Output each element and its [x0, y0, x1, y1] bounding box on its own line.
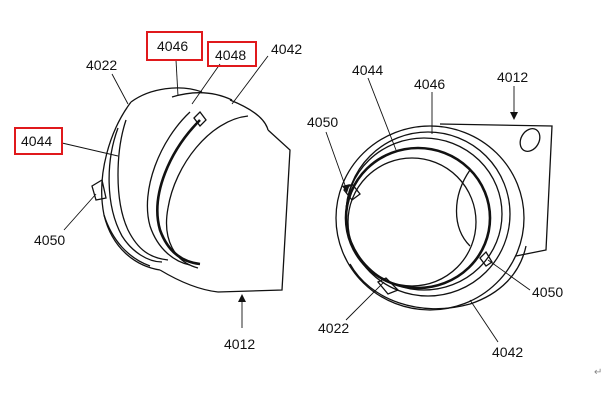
- label-4044-right: 4044: [352, 62, 383, 78]
- arrow-4012-right: [510, 112, 518, 120]
- label-4048-left: 4048: [215, 47, 246, 63]
- leader-4044-right: [367, 77, 397, 151]
- arrow-4050-right-a: [342, 184, 350, 193]
- right-notch-top: [343, 183, 361, 201]
- left-ring-4048-thick: [156, 119, 201, 266]
- right-view: [325, 77, 553, 343]
- left-outer-flange: [101, 101, 161, 271]
- leader-4050-left: [63, 193, 97, 231]
- right-outer-flange: [335, 125, 525, 311]
- right-inner-ring-thick: [344, 146, 492, 290]
- right-notch-right: [479, 250, 493, 267]
- left-notch-4050: [91, 178, 107, 201]
- label-4046-left: 4046: [157, 38, 188, 54]
- label-4050-left: 4050: [34, 232, 65, 248]
- right-inner-bore: [347, 157, 477, 287]
- left-ring-4046: [171, 92, 233, 101]
- left-ring-4048: [146, 111, 191, 266]
- left-lower-flange: [103, 214, 151, 267]
- left-small-tab: [193, 111, 207, 127]
- left-outer-flange-rim: [130, 87, 203, 103]
- left-body-bottom: [159, 269, 219, 293]
- leader-4050-right-b: [487, 259, 531, 291]
- left-body-edge: [217, 129, 291, 293]
- label-4042-right: 4042: [492, 344, 523, 360]
- right-body-inner-curve: [455, 169, 471, 247]
- right-flange-lower-edge: [349, 245, 527, 310]
- left-spout-face: [165, 115, 249, 269]
- leader-4042-right: [469, 299, 499, 343]
- leader-4048-left: [191, 63, 221, 105]
- label-4012-right: 4012: [497, 69, 528, 85]
- leader-4022-left: [111, 73, 129, 105]
- highlight-box-4044: [14, 127, 63, 155]
- left-view: [61, 55, 291, 328]
- label-4022-right: 4022: [318, 320, 349, 336]
- highlight-box-4046: [146, 31, 203, 61]
- leader-4046-left: [175, 59, 179, 97]
- label-4044-left: 4044: [21, 133, 52, 149]
- right-body-hole: [519, 128, 541, 152]
- highlight-box-4048: [207, 41, 257, 67]
- label-4046-right: 4046: [414, 76, 445, 92]
- label-4012-left: 4012: [224, 336, 255, 352]
- label-4050-right-a: 4050: [307, 114, 338, 130]
- return-mark: ↵: [594, 367, 603, 378]
- left-ring-4044: [117, 119, 169, 261]
- right-body: [439, 123, 553, 257]
- label-4050-right-b: 4050: [532, 284, 563, 300]
- arrow-4012-left: [238, 294, 246, 302]
- left-flange-inner-rim: [108, 127, 163, 263]
- leader-4022-right: [345, 281, 385, 321]
- right-notch-bottom: [376, 277, 400, 295]
- leader-4050-right-a: [325, 131, 347, 189]
- label-4042-left: 4042: [271, 41, 302, 57]
- right-ring-4044: [345, 137, 503, 291]
- left-spout-top: [229, 99, 269, 131]
- leader-4042-left: [231, 55, 269, 105]
- leader-4044-left: [61, 142, 119, 157]
- label-4022-left: 4022: [86, 57, 117, 73]
